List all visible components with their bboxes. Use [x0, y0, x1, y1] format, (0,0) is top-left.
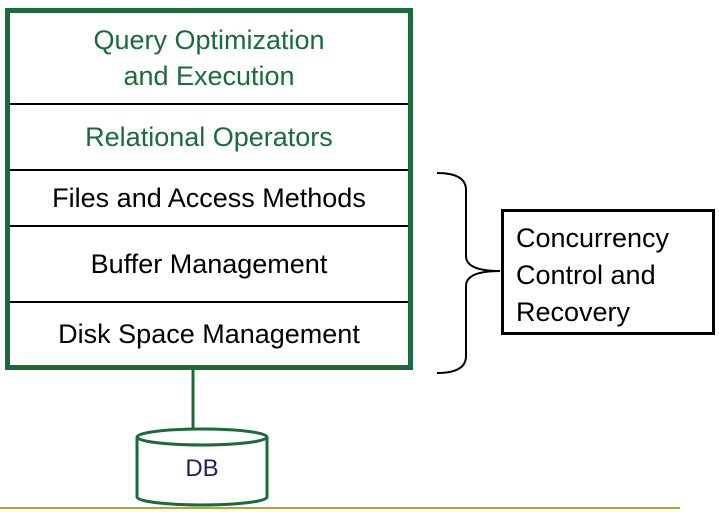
layer-label: Query Optimization and Execution: [93, 25, 325, 91]
layer-disk-space-management: Disk Space Management: [10, 301, 408, 365]
concurrency-recovery-box: Concurrency Control and Recovery: [501, 209, 715, 335]
layer-label: Relational Operators: [85, 122, 333, 152]
layer-stack: Query Optimization and Execution Relatio…: [5, 8, 413, 370]
layer-label: Files and Access Methods: [52, 183, 366, 213]
layer-label: Disk Space Management: [58, 319, 360, 349]
layer-files-access-methods: Files and Access Methods: [10, 169, 408, 225]
brace: [436, 172, 501, 374]
layer-query-optimization: Query Optimization and Execution: [10, 13, 408, 103]
db-label: DB: [185, 455, 219, 482]
layer-relational-operators: Relational Operators: [10, 103, 408, 169]
layer-buffer-management: Buffer Management: [10, 225, 408, 301]
layer-label: Buffer Management: [90, 249, 328, 279]
